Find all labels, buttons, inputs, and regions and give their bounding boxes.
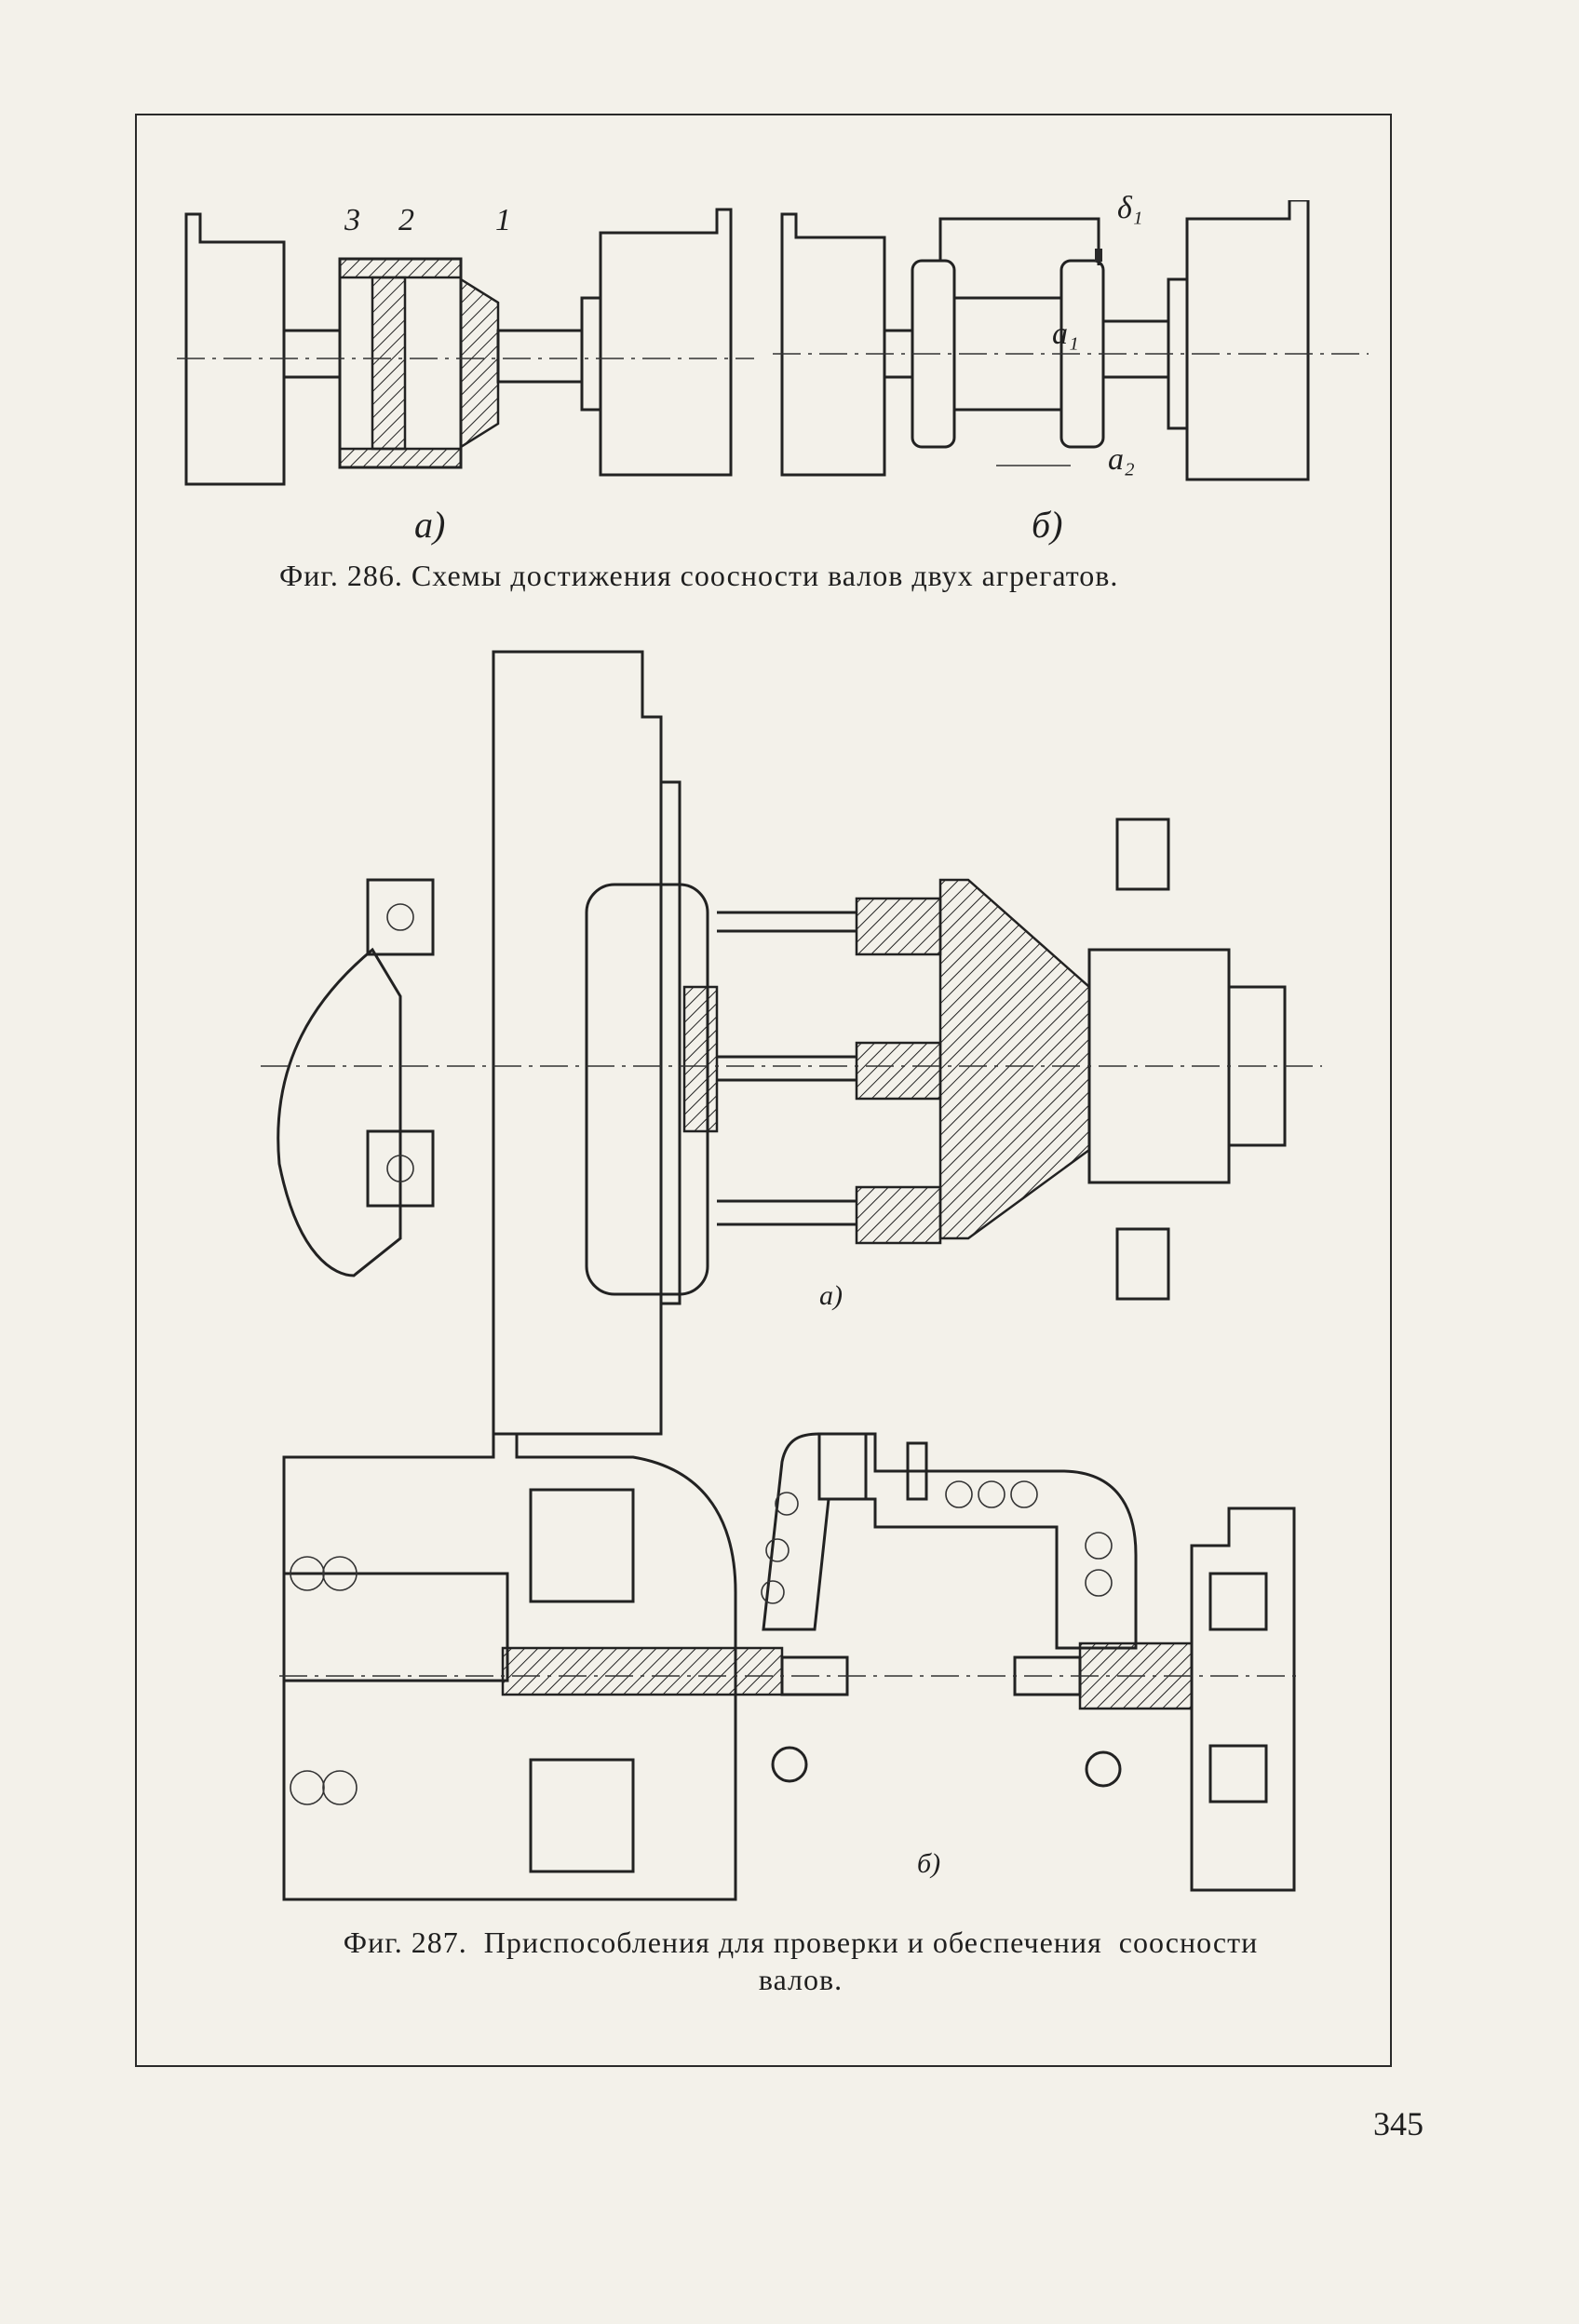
page-number: 345 xyxy=(1373,2105,1424,2142)
callout-2: 2 xyxy=(398,203,414,237)
callout-1: 1 xyxy=(495,203,511,237)
figure-287-caption-line1: Фиг. 287. Приспособления для проверки и … xyxy=(343,1925,1259,1959)
callout-a1: a₁ xyxy=(1052,317,1079,351)
callout-3: 3 xyxy=(344,203,360,237)
figure-286a-label: а) xyxy=(414,504,446,546)
callout-a2: a₂ xyxy=(1108,442,1135,477)
page-frame xyxy=(135,114,1392,2067)
figure-287b-label: б) xyxy=(917,1848,941,1879)
figure-286b-drawing xyxy=(773,200,1369,498)
figure-287a-drawing xyxy=(261,642,1322,1443)
figure-286b-label: б) xyxy=(1032,504,1063,546)
callout-delta1: δ₁ xyxy=(1117,191,1143,225)
figure-287b-drawing xyxy=(279,1406,1303,1909)
figure-287a-label: а) xyxy=(819,1280,843,1311)
figure-287-caption-line2: валов. xyxy=(758,1963,843,1996)
figure-286-caption: Фиг. 286. Схемы достижения соосности вал… xyxy=(279,559,1119,592)
figure-286a-drawing xyxy=(177,205,754,493)
